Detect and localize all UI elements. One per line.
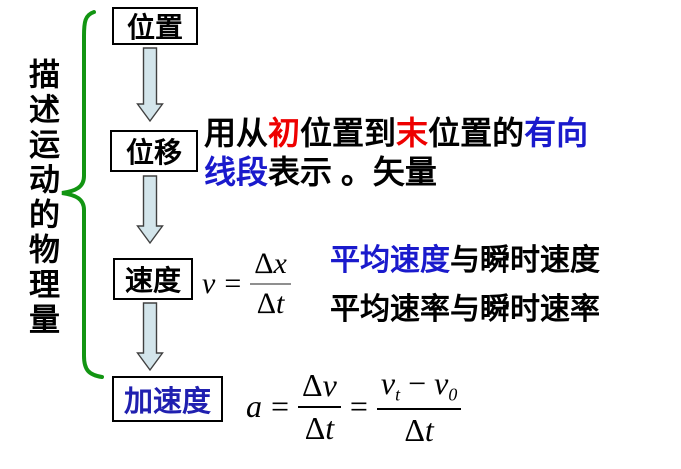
formula-var-a: a [246, 388, 262, 425]
fraction-numerator: Δx [254, 247, 287, 280]
fraction-numerator: Δv [302, 367, 337, 404]
minus-sign: − [408, 365, 427, 401]
note-text: 用从 [204, 115, 269, 151]
flow-box-displacement: 位移 [110, 130, 198, 172]
down-arrow-icon [136, 47, 164, 123]
speed-note-line1: 平均速度与瞬时速度 [330, 241, 600, 280]
flow-box-acceleration: 加速度 [112, 376, 223, 422]
fraction-denominator: Δt [404, 411, 434, 448]
equals-sign: = [224, 267, 242, 301]
formula-var-v: v [202, 267, 216, 301]
note-text: 表示 。矢量 [268, 154, 437, 190]
note-text: 平均速率与瞬时速率 [330, 293, 600, 326]
fraction: Δv Δt [298, 368, 341, 445]
note-text-blue: 有向 [524, 115, 589, 151]
flow-box-position-label: 位置 [126, 12, 183, 43]
fraction-bar [298, 405, 341, 408]
fraction-bar [376, 407, 462, 410]
note-text-red: 末 [396, 115, 429, 151]
subscript: 0 [448, 384, 458, 405]
note-text-blue: 平均速度 [330, 244, 450, 277]
displacement-note-line1: 用从初位置到末位置的有向 [204, 114, 588, 153]
note-text-blue: 线段 [204, 154, 269, 190]
displacement-note: 用从初位置到末位置的有向 线段表示 。矢量 [204, 114, 588, 192]
fraction: vt−v0 Δt [376, 365, 462, 448]
fraction: Δx Δt [250, 247, 291, 321]
flow-box-acceleration-label: 加速度 [123, 386, 211, 418]
equals-sign: = [349, 388, 368, 425]
note-text: 位置到 [300, 115, 397, 151]
flow-box-displacement-label: 位移 [125, 137, 182, 168]
flow-box-velocity-label: 速度 [124, 265, 181, 296]
flow-box-velocity: 速度 [113, 258, 193, 300]
displacement-note-line2: 线段表示 。矢量 [204, 153, 588, 192]
speed-note-line2: 平均速率与瞬时速率 [330, 290, 600, 329]
equals-sign: = [271, 388, 290, 425]
note-text: 与瞬时速度 [450, 244, 600, 277]
flow-box-position: 位置 [112, 7, 198, 45]
curly-brace [61, 10, 104, 379]
fraction-denominator: Δt [304, 409, 335, 446]
note-text-red: 初 [268, 115, 301, 151]
subscript: t [395, 384, 401, 405]
fraction-numerator: vt−v0 [380, 365, 458, 405]
fraction-denominator: Δt [256, 287, 285, 321]
down-arrow-icon [136, 175, 164, 245]
fraction-bar [250, 283, 291, 286]
note-text: 位置的 [428, 115, 525, 151]
velocity-formula: v = Δx Δt [202, 247, 291, 321]
vertical-title: 描述运动的物理量 [24, 58, 59, 338]
acceleration-formula: a = Δv Δt = vt−v0 Δt [246, 365, 462, 448]
down-arrow-icon [136, 302, 164, 372]
